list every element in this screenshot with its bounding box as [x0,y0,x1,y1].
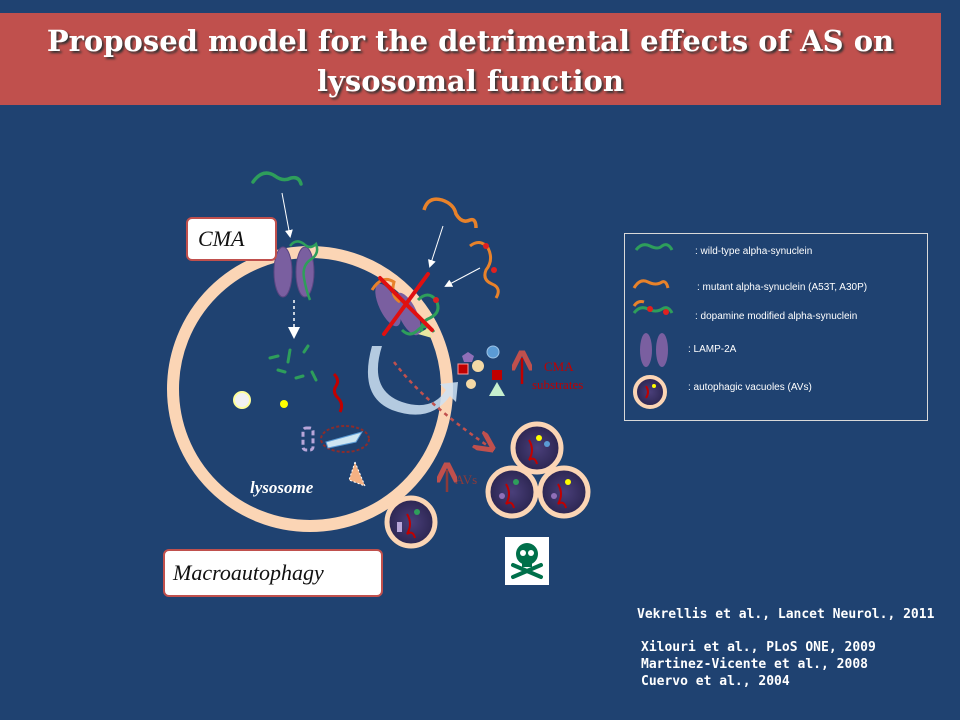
autophagic-vacuole [485,465,539,519]
legend-avs: : autophagic vacuoles (AVs) [688,382,812,393]
arrow-mutant-to-receptor [428,225,444,268]
dashed-arrow-to-avs [393,361,488,446]
cma-substrates [457,345,505,396]
white-particle [233,391,251,409]
wild-type-synuclein-top [251,171,303,186]
autophagic-vacuole [537,465,591,519]
mutant-synuclein-icon [632,279,670,289]
red-fragment [332,372,344,413]
lamp2a-icon [640,333,668,367]
legend-wild-type: : wild-type alpha-synuclein [695,246,813,257]
cma-substrates-line1: CMA [544,359,574,374]
autophagic-vacuole [510,421,564,475]
cma-substrates-label: CMA substrates [532,358,583,394]
reference-martinez-vicente: Martinez-Vicente et al., 2008 [641,657,868,672]
legend-mutant: : mutant alpha-synuclein (A53T, A30P) [697,282,868,293]
autophagic-vacuole [384,495,438,549]
wild-type-synuclein-icon [634,243,674,251]
macroautophagy-cargo [301,425,370,487]
cma-substrates-line2: substrates [532,377,584,392]
title-banner: Proposed model for the detrimental effec… [0,13,941,105]
curved-arrow [367,346,458,415]
legend [624,233,928,421]
wild-type-synuclein-bound [289,240,319,301]
degraded-fragments [268,344,318,382]
skull-crossbones-icon [505,537,549,585]
cma-label: CMA [186,217,277,261]
macroautophagy-label: Macroautophagy [163,549,383,597]
lysosome-label: lysosome [250,478,314,497]
dopamine-synuclein-top [469,241,500,299]
avs-label: AVs [455,472,478,487]
legend-lamp2a: : LAMP-2A [688,344,737,355]
mutant-synuclein-bound [370,277,401,304]
slide-title: Proposed model for the detrimental effec… [46,24,895,98]
autophagic-vacuole-icon [633,375,667,409]
arrow-to-receptor [281,192,293,238]
reference-vekrellis: Vekrellis et al., Lancet Neurol., 2011 [637,607,935,622]
dopamine-modified-synuclein-icon [632,300,674,315]
yellow-particle [280,400,288,408]
lamp2a-receptor-left [273,246,315,298]
mutant-synuclein-top [422,197,478,229]
reference-cuervo: Cuervo et al., 2004 [641,674,790,689]
lamp2a-receptor-blocked [375,283,421,336]
arrow-dopamine-to-receptor [444,267,481,287]
block-x-mark [378,272,434,336]
reference-xilouri: Xilouri et al., PLoS ONE, 2009 [641,640,876,655]
legend-dopamine: : dopamine modified alpha-synuclein [695,311,858,322]
